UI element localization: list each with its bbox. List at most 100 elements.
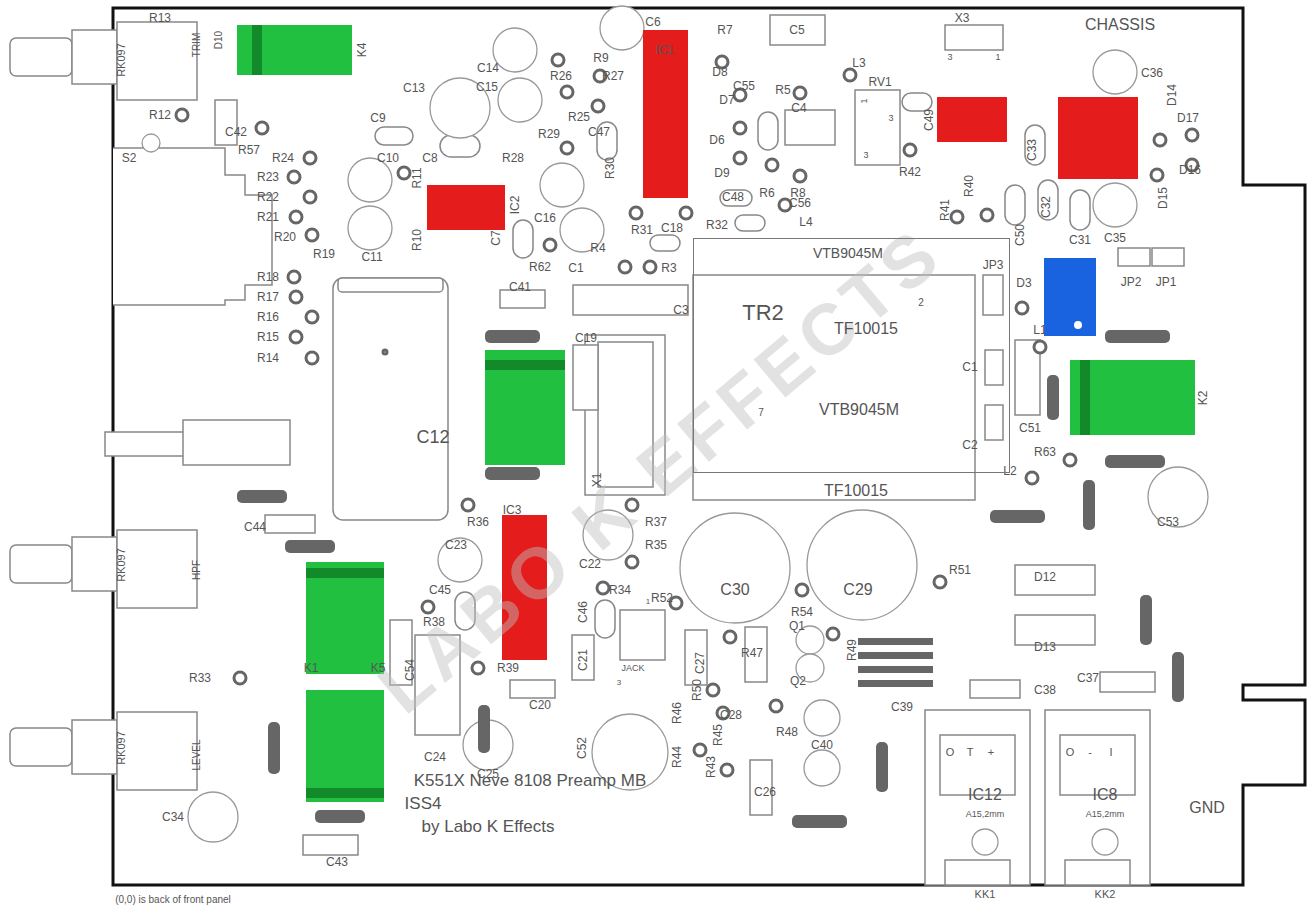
heatsink-outline: OT+IC12A15,2mmKK1: [925, 710, 1030, 885]
part-label: K4: [356, 43, 368, 58]
part-label: RK097: [116, 43, 127, 77]
part-label: R19: [313, 248, 335, 260]
part-label: 3: [617, 679, 621, 687]
part-label: RK097: [116, 548, 127, 582]
part-label: 3: [947, 53, 952, 62]
part-label: L4: [799, 216, 812, 228]
part-label: C3: [673, 304, 688, 316]
part-label: R18: [257, 271, 279, 283]
part-label: R29: [538, 128, 560, 140]
part-label: GND: [1189, 800, 1225, 816]
part-label: R46: [671, 702, 683, 724]
part-label: T: [967, 747, 974, 758]
part-label: 3: [863, 151, 868, 160]
part-label: C15: [476, 81, 498, 93]
part-label: TF10015: [834, 321, 898, 337]
part-label: L1: [1033, 324, 1046, 336]
part-label: C36: [1141, 67, 1163, 79]
part-label: R15: [257, 331, 279, 343]
part-label: C37: [1077, 672, 1099, 684]
part-label: R34: [609, 584, 631, 596]
part-label: C21: [577, 649, 589, 671]
part-label: C55: [733, 80, 755, 92]
part-label: K1: [304, 662, 319, 674]
part-label: R44: [671, 746, 683, 768]
part-label: C1: [962, 361, 977, 373]
part-label: R51: [949, 564, 971, 576]
part-label: R50: [691, 679, 703, 701]
part-label: IC3: [503, 504, 522, 516]
part-label: R11: [411, 167, 423, 188]
part-label: R41: [939, 199, 951, 221]
part-label: R40: [963, 175, 975, 197]
part-label: D9: [714, 167, 729, 179]
part-label: C29: [843, 582, 872, 598]
part-label: K551X Neve 8108 Preamp MB: [414, 772, 646, 789]
part-label: C35: [1104, 232, 1126, 244]
part-label: C27: [694, 652, 706, 674]
part-label: R30: [604, 157, 616, 179]
part-label: R48: [776, 726, 798, 738]
part-label: R32: [706, 219, 728, 231]
part-label: O: [946, 747, 955, 758]
part-label: R21: [257, 211, 279, 223]
part-label: JP1: [1156, 276, 1177, 288]
transformer-outline: VTB9045MTR2TF10015VTB9045MTF1001527: [693, 238, 1010, 473]
part-label: K2: [1197, 391, 1209, 406]
part-label: R22: [257, 191, 279, 203]
part-label: X1: [591, 473, 603, 488]
part-label: JP2: [1121, 276, 1142, 288]
part-label: IC8: [1093, 787, 1118, 803]
part-label: C23: [445, 539, 467, 551]
part-label: LEVEL: [192, 739, 202, 770]
part-label: TR2: [742, 302, 784, 324]
part-label: L3: [852, 57, 865, 69]
part-label: C26: [754, 786, 776, 798]
part-label: C18: [661, 222, 683, 234]
part-label: C39: [891, 701, 913, 713]
part-label: A15,2mm: [966, 810, 1005, 819]
part-label: 1: [860, 98, 869, 103]
part-label: C6: [645, 16, 660, 28]
part-label: C31: [1069, 234, 1091, 246]
part-label: RK097: [116, 731, 127, 765]
part-label: C7: [490, 230, 502, 245]
part-label: D3: [1016, 277, 1031, 289]
part-label: C28: [720, 709, 742, 721]
part-label: RV1: [868, 76, 891, 88]
part-label: TF10015: [824, 483, 888, 499]
part-label: C24: [424, 751, 446, 763]
part-label: C13: [403, 82, 425, 94]
part-label: C10: [377, 152, 399, 164]
part-label: C52: [576, 737, 588, 759]
part-label: R23: [257, 171, 279, 183]
part-label: C51: [1019, 422, 1041, 434]
part-label: C49: [923, 109, 935, 131]
part-label: C41: [509, 281, 531, 293]
part-label: R3: [661, 262, 676, 274]
part-label: S2: [122, 152, 137, 164]
part-label: C46: [577, 601, 589, 623]
part-label: D7: [719, 94, 734, 106]
part-label: 1: [995, 53, 1000, 62]
part-label: R35: [645, 539, 667, 551]
part-label: C40: [811, 739, 833, 751]
part-label: C42: [225, 126, 247, 138]
part-label: C30: [720, 582, 749, 598]
part-label: HPF: [192, 560, 202, 580]
part-label: C56: [789, 197, 811, 209]
part-label: R39: [497, 662, 519, 674]
part-label: D10: [214, 31, 224, 49]
part-label: R47: [741, 647, 763, 659]
part-label: D16: [1179, 164, 1201, 176]
part-label: R7: [717, 24, 732, 36]
part-label: R49: [846, 639, 858, 661]
part-label: C9: [370, 112, 385, 124]
part-label: C22: [579, 558, 601, 570]
part-label: R62: [529, 261, 551, 273]
part-label: R36: [467, 516, 489, 528]
part-label: C8: [422, 152, 437, 164]
part-label: CHASSIS: [1085, 17, 1155, 33]
part-label: R37: [645, 516, 667, 528]
part-label: R17: [257, 291, 279, 303]
